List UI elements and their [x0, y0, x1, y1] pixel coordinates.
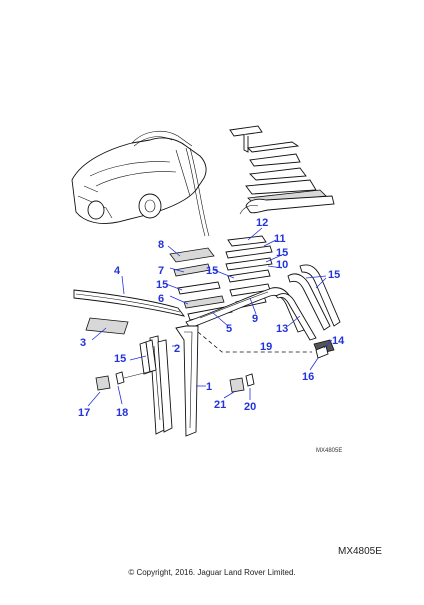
callout-5: 5: [226, 323, 232, 335]
copyright-notice: © Copyright, 2016. Jaguar Land Rover Lim…: [128, 568, 296, 577]
panel: [85, 317, 129, 335]
callout-3: 3: [80, 337, 86, 349]
dashed-line: [197, 331, 312, 353]
callout-9: 9: [252, 313, 258, 325]
clips: [95, 369, 255, 393]
callout-8: 8: [158, 239, 164, 251]
callout-15-b: 15: [156, 279, 168, 291]
ref-code: MX4805E: [338, 546, 382, 557]
callout-15-a: 15: [276, 247, 288, 259]
callout-13: 13: [276, 323, 288, 335]
callout-1: 1: [206, 381, 212, 393]
callout-15-e: 15: [114, 353, 126, 365]
callout-15-d: 15: [328, 269, 340, 281]
callout-14: 14: [332, 335, 345, 347]
callout-20: 20: [244, 401, 256, 413]
callout-10: 10: [276, 259, 288, 271]
callout-15-c: 15: [206, 265, 218, 277]
vertical-posts: [139, 325, 199, 437]
callout-16: 16: [302, 371, 314, 383]
seal-stack-top: [229, 125, 335, 215]
callout-19: 19: [260, 341, 272, 353]
callout-2: 2: [174, 343, 180, 355]
callout-12: 12: [256, 217, 268, 229]
callout-21: 21: [214, 399, 226, 411]
car-illustration: [71, 130, 210, 237]
long-rail: [73, 289, 186, 317]
leader-lines: [87, 227, 333, 407]
callout-17: 17: [78, 407, 90, 419]
callout-18: 18: [116, 407, 128, 419]
callout-4: 4: [114, 265, 121, 277]
callout-11: 11: [274, 233, 286, 245]
callout-numbers: 1 2 3 4 5 6 7 8 9 10 11 12 13 14 15 15 1…: [78, 217, 345, 419]
callout-7: 7: [158, 265, 164, 277]
callout-6: 6: [158, 293, 164, 305]
centre-strips: [169, 235, 305, 333]
ref-code-small: MX4805E: [316, 448, 343, 454]
